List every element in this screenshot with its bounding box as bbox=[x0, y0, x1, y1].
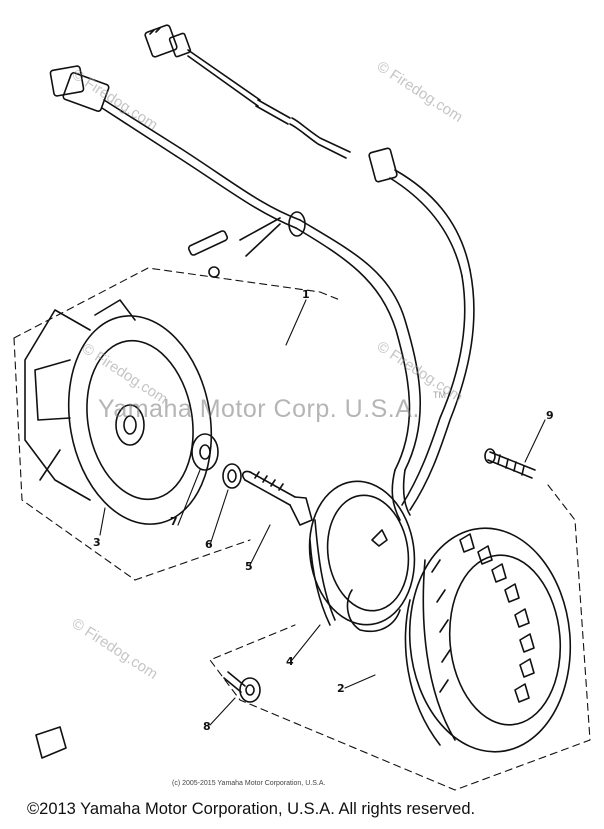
part-5-bolt bbox=[242, 470, 313, 526]
callout-8: 8 bbox=[203, 720, 211, 733]
callout-6: 6 bbox=[205, 538, 213, 551]
callout-5: 5 bbox=[245, 560, 253, 573]
assembly-boundary bbox=[13, 267, 591, 791]
callout-3: 3 bbox=[93, 536, 101, 549]
diagram-copyright: (c) 2005-2015 Yamaha Motor Corporation, … bbox=[172, 780, 326, 787]
callout-4: 4 bbox=[286, 655, 294, 668]
part-8-screw bbox=[223, 671, 261, 703]
part-4-field-coil bbox=[308, 480, 416, 632]
watermark-main: Yamaha Motor Corp. U.S.A. bbox=[98, 395, 420, 423]
callout-2: 2 bbox=[337, 682, 345, 695]
part-3-rotor bbox=[24, 299, 213, 525]
callout-leaders bbox=[99, 299, 546, 726]
callout-7: 7 bbox=[170, 515, 178, 528]
part-6-lockwasher bbox=[222, 463, 242, 489]
footer-copyright: ©2013 Yamaha Motor Corporation, U.S.A. A… bbox=[27, 800, 476, 818]
wire-harness bbox=[175, 99, 475, 521]
connector-top bbox=[144, 24, 261, 107]
part-2-stator bbox=[404, 527, 572, 753]
trademark-mark: TM bbox=[433, 390, 446, 400]
part-9-screw bbox=[484, 448, 536, 479]
callout-1: 1 bbox=[302, 288, 310, 301]
connector-left bbox=[49, 65, 181, 157]
callout-9: 9 bbox=[546, 409, 554, 422]
part-7-washer bbox=[191, 433, 219, 471]
front-direction-icon bbox=[35, 726, 67, 759]
